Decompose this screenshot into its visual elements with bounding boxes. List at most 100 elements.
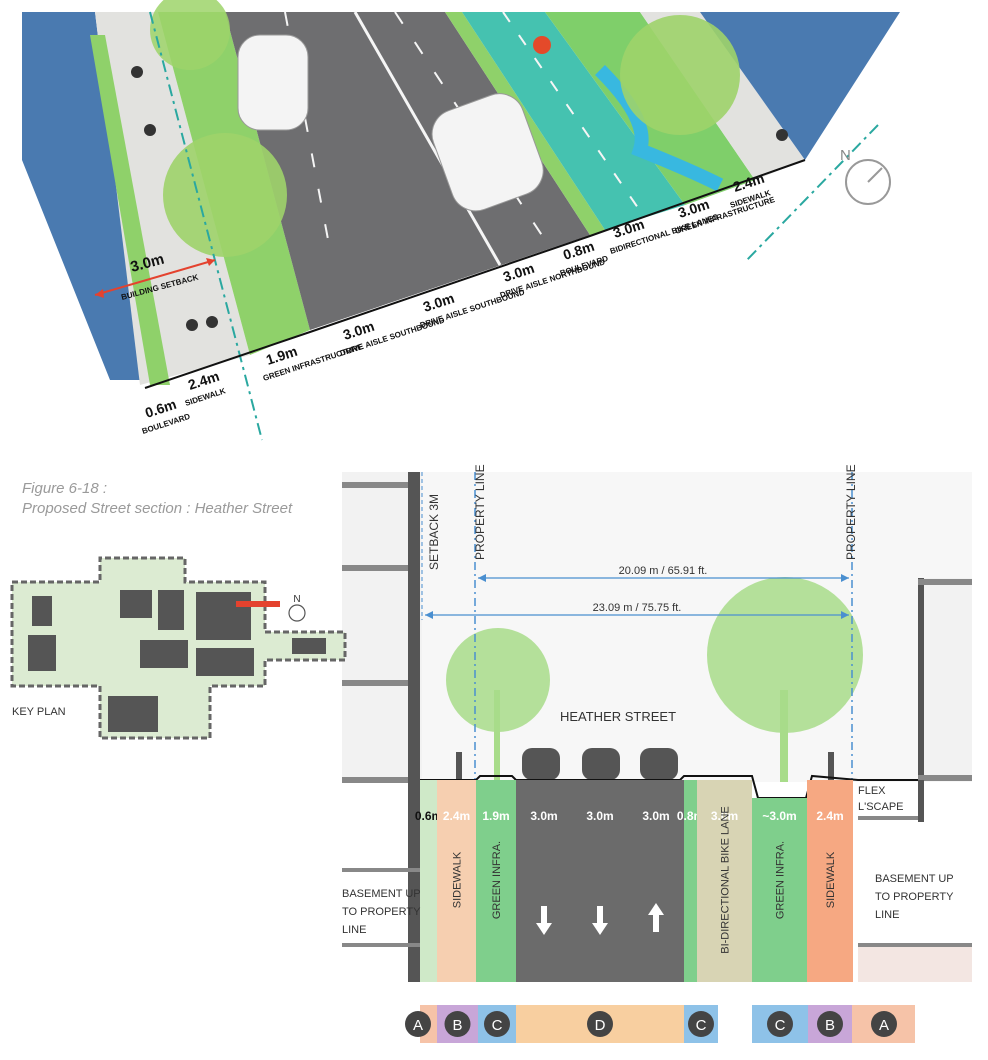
building-wall-right [918,578,924,780]
zone-letter: C [492,1017,503,1034]
roadway [225,12,590,330]
arrowhead [478,574,486,582]
lane-line-3 [394,11,546,241]
lane-width-label: 3.0m [530,809,557,823]
pedestrian-icon [131,66,143,78]
arrow-up-icon [648,903,664,932]
lane-width-label: 3.0m [586,809,613,823]
zone-badge [817,1011,843,1037]
basement-right-lower [858,945,972,982]
basement-left-line2: TO PROPERTY [342,906,421,918]
flex-line1: FLEX [858,785,886,797]
arrowhead [425,611,433,619]
tree-icon [707,577,863,733]
lane-width-label: 0.6m [415,809,442,823]
lane-width-label: 2.4m [816,809,843,823]
north-compass-icon [845,159,891,205]
zone-badge [767,1011,793,1037]
cyclist-icon [533,36,551,54]
car-icon [522,748,560,780]
lane-name-label: BI-DIRECTIONAL BIKE LANE [720,806,732,954]
lane-strip-3 [516,780,572,982]
key-building [32,596,52,626]
property-line-left [149,11,263,441]
arrowhead [95,289,104,298]
zone-letter: C [696,1017,707,1034]
pedestrian-icon [828,752,834,780]
basement-right-line3: LINE [875,909,899,921]
tree-icon [150,0,230,70]
pedestrian-icon [206,316,218,328]
lane-width-label: 3.0m [711,809,738,823]
building-right [700,12,900,160]
lane-strip-9 [807,780,853,982]
key-building [196,592,251,640]
lane-strip-2 [476,780,516,982]
lane-width-label: 3.0m [642,809,669,823]
zone-letter: B [825,1017,835,1034]
setback-arrow [94,259,216,296]
lane-strip-1 [437,780,476,982]
section-building-right [918,578,972,780]
lane-strip-8 [752,798,807,982]
ground-line [420,774,918,799]
key-building [196,648,254,676]
pedestrian-icon [456,752,462,780]
key-building [158,590,184,630]
lane-width-label: ~3.0m [762,809,796,823]
lane-name-label: SIDEWALK [825,851,837,908]
arrow-down-icon [592,906,608,935]
lane-strip-5 [628,780,684,982]
street-name: HEATHER STREET [560,709,676,724]
lane-width-label: 2.4m [443,809,470,823]
lane-strip-4 [572,780,628,982]
car-icon [582,748,620,780]
zone-badge [688,1011,714,1037]
basement-left-line1: BASEMENT UP [342,888,421,900]
tree-icon [620,15,740,135]
figure-title: Proposed Street section : Heather Street [22,500,293,517]
north-compass-icon [288,604,306,622]
lane-width-label: 1.9m [482,809,509,823]
tree-trunk [494,690,500,782]
zone-badge [444,1011,471,1037]
zone-letter: B [452,1017,462,1034]
arrow-down-icon [536,906,552,935]
key-building [108,696,158,732]
zone-badge [484,1011,510,1037]
building-wall-left [408,472,420,982]
section-backdrop [342,472,972,782]
lane-strip-7 [697,780,752,982]
basement-right-line1: BASEMENT UP [875,873,954,885]
figure-number: Figure 6-18 : [22,480,108,497]
building-left [22,12,140,380]
tree-trunk [780,690,788,782]
arrowhead [206,258,215,266]
basement-right-line2: TO PROPERTY [875,891,954,903]
basement-left [342,870,408,948]
property-line-right [744,124,879,263]
car-icon [640,748,678,780]
setback-lawn [90,35,170,385]
property-line-label-left: PROPERTY LINE [473,464,487,560]
base-edge [144,159,806,389]
building-wall-right [918,780,924,822]
zone-badge [587,1011,613,1037]
compass-needle [867,167,883,183]
lane-name-label: GREEN INFRA. [491,841,503,919]
zone-letter: D [595,1017,606,1034]
dimension-label-1: 20.09 m / 65.91 ft. [619,565,708,577]
zone-badge [405,1011,431,1037]
arrowhead [841,611,849,619]
bioswale [595,65,724,192]
pedestrian-icon [144,124,156,136]
key-plan: N [10,556,347,740]
zone-badge [871,1011,897,1037]
lane-name-label: GREEN INFRA. [775,841,787,919]
key-building [120,590,152,618]
tree-icon [163,133,287,257]
lane-name-label: SIDEWALK [452,851,464,908]
